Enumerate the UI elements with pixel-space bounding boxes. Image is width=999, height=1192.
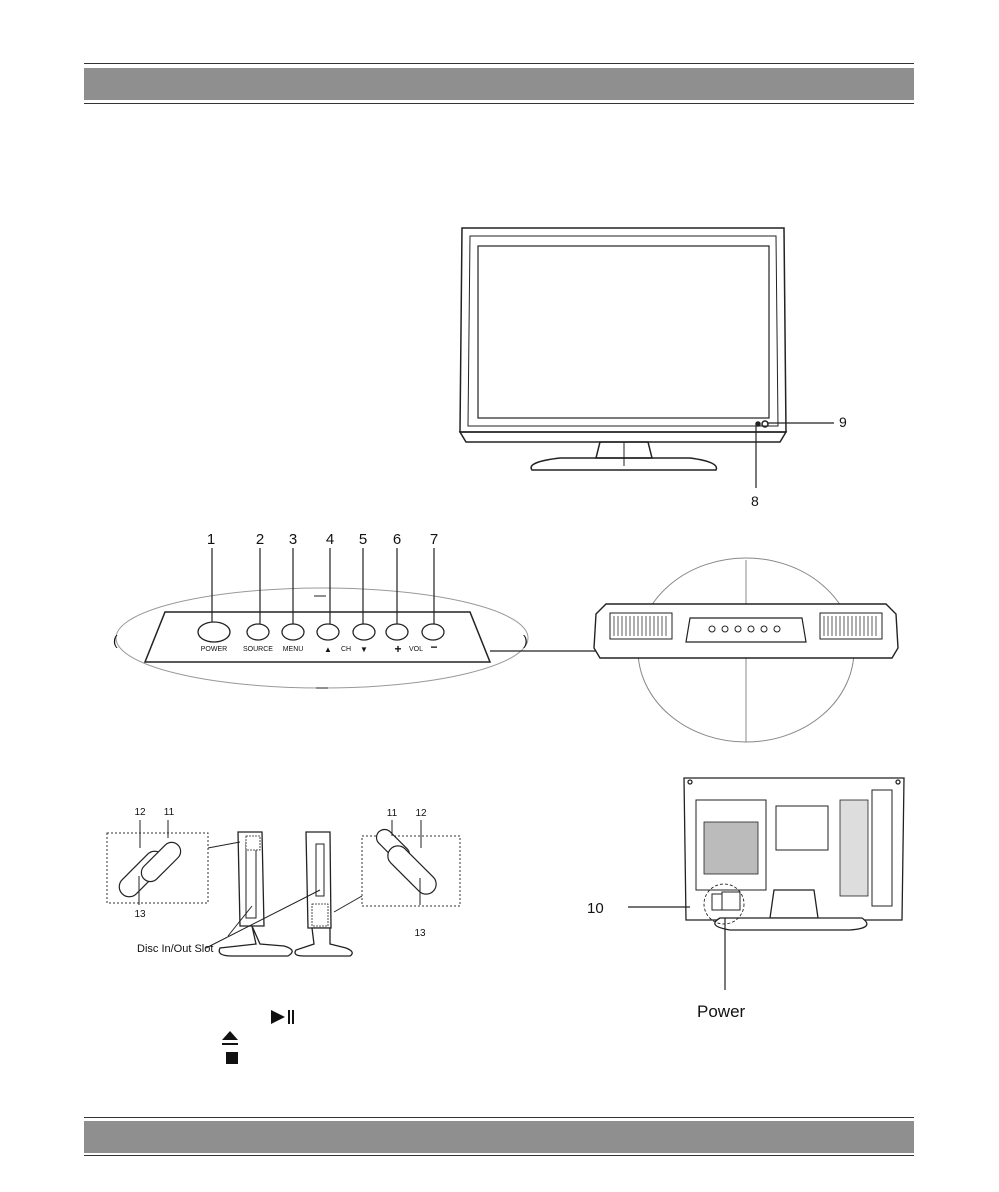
power-label: POWER: [201, 646, 227, 653]
panel-number-7: 7: [430, 531, 438, 548]
callout-9: 9: [839, 414, 847, 430]
side-controls-right: 11 12 13: [362, 808, 460, 939]
menu-button[interactable]: [282, 624, 304, 640]
callout-11-left: 11: [164, 807, 175, 818]
menu-label: MENU: [283, 646, 304, 653]
panel-number-1: 1: [207, 531, 215, 548]
callout-10: 10: [587, 900, 604, 917]
side-leader-lines: [206, 842, 362, 948]
tv-bottom-view: [594, 558, 898, 742]
eject-icon: [222, 1031, 238, 1045]
vol-down-button[interactable]: [422, 624, 444, 640]
callout-12-right: 12: [415, 808, 427, 819]
control-panel: ( ) POWER SOURCE MENU ▲ CH ▼ + VOL − 1: [113, 531, 528, 688]
vol-plus-icon: +: [394, 642, 401, 656]
callout-12-left: 12: [134, 807, 146, 818]
panel-number-3: 3: [289, 531, 297, 548]
ch-down-button[interactable]: [353, 624, 375, 640]
vol-minus-icon: −: [430, 640, 437, 654]
panel-number-6: 6: [393, 531, 401, 548]
svg-text:(: (: [113, 632, 118, 648]
play-pause-icon: [271, 1010, 294, 1024]
vol-label: VOL: [409, 646, 423, 653]
stop-icon: [226, 1052, 238, 1064]
ch-label: CH: [341, 646, 351, 653]
callout-13-right: 13: [414, 928, 426, 939]
tv-rear-view: [684, 778, 904, 930]
panel-number-5: 5: [359, 531, 367, 548]
side-controls-left: 12 11 13: [107, 807, 208, 920]
panel-number-4: 4: [326, 531, 334, 548]
power-connector-label: Power: [697, 1002, 746, 1021]
source-button[interactable]: [247, 624, 269, 640]
disc-slot-label: Disc In/Out Slot: [137, 943, 213, 955]
svg-text:): ): [523, 632, 528, 648]
power-button[interactable]: [198, 622, 230, 642]
tv-front-view: [460, 228, 786, 470]
ch-up-icon: ▲: [324, 645, 332, 654]
ch-up-button[interactable]: [317, 624, 339, 640]
callout-11-right: 11: [387, 808, 398, 819]
vol-up-button[interactable]: [386, 624, 408, 640]
ch-down-icon: ▼: [360, 645, 368, 654]
callout-8: 8: [751, 493, 759, 509]
callout-13-left: 13: [134, 909, 146, 920]
panel-number-2: 2: [256, 531, 264, 548]
source-label: SOURCE: [243, 646, 273, 653]
tv-side-profiles: [219, 832, 352, 956]
